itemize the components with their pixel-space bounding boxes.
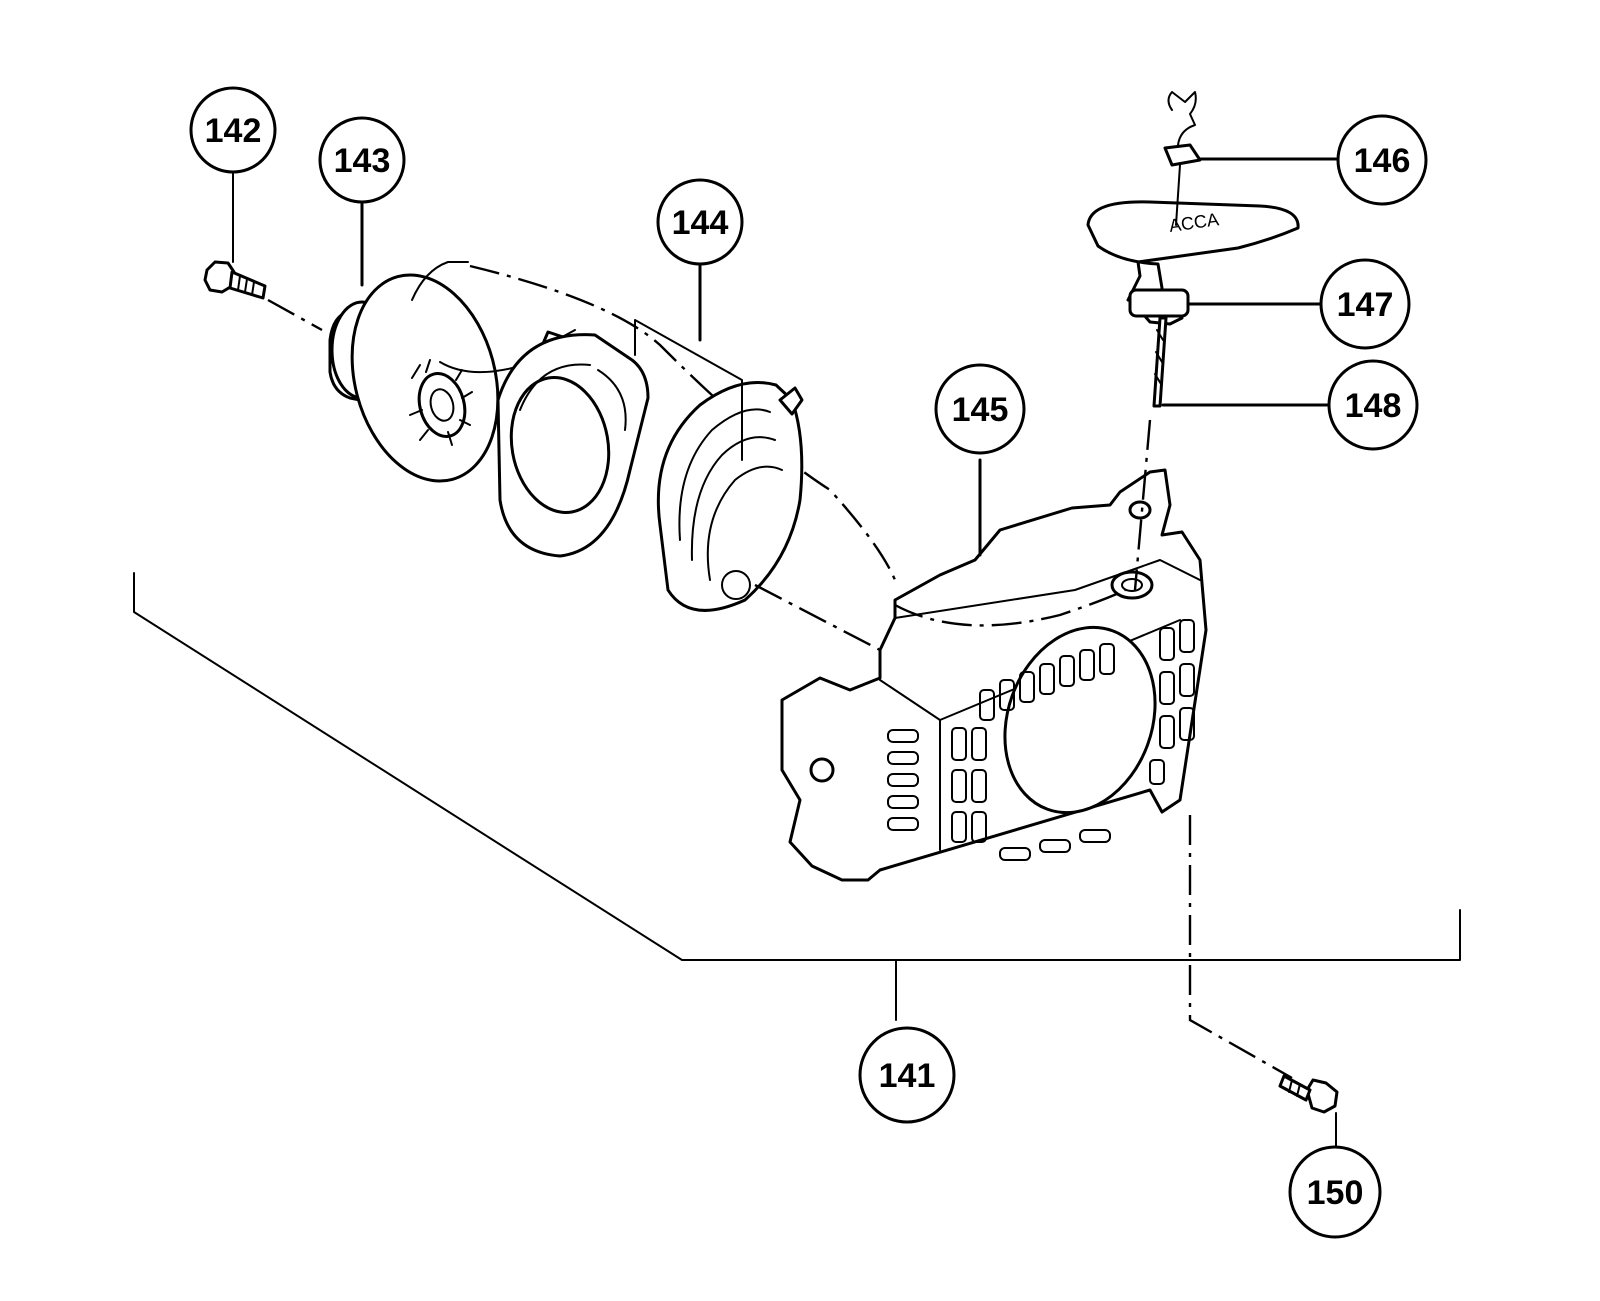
starter-handle-147: ACCA bbox=[1086, 200, 1300, 326]
svg-text:145: 145 bbox=[952, 391, 1009, 429]
callout-148: 148 bbox=[1327, 359, 1419, 451]
spring-case-144 bbox=[496, 333, 650, 558]
svg-text:150: 150 bbox=[1307, 1174, 1364, 1212]
svg-text:147: 147 bbox=[1337, 286, 1394, 324]
rope-knot-146 bbox=[1163, 91, 1340, 226]
svg-text:148: 148 bbox=[1345, 387, 1402, 425]
recoil-spring-144 bbox=[656, 381, 881, 652]
svg-text:146: 146 bbox=[1354, 142, 1411, 180]
callout-150: 150 bbox=[1288, 1145, 1382, 1239]
callout-147: 147 bbox=[1319, 258, 1411, 350]
bracket-144 bbox=[634, 319, 743, 461]
assembly-bracket-141 bbox=[133, 572, 1461, 1021]
svg-text:143: 143 bbox=[334, 142, 391, 180]
callout-141: 141 bbox=[858, 1026, 956, 1124]
pulley-143 bbox=[328, 193, 576, 483]
starter-cover-145 bbox=[780, 458, 1208, 882]
callout-142: 142 bbox=[189, 86, 277, 174]
callout-146: 146 bbox=[1336, 114, 1428, 206]
svg-text:141: 141 bbox=[879, 1057, 936, 1095]
bolt-142 bbox=[203, 171, 323, 332]
svg-text:144: 144 bbox=[672, 204, 729, 242]
callout-143: 143 bbox=[318, 116, 406, 204]
callout-145: 145 bbox=[934, 363, 1026, 455]
callout-144: 144 bbox=[656, 178, 744, 266]
screw-150 bbox=[1188, 815, 1339, 1149]
svg-text:142: 142 bbox=[205, 112, 262, 150]
rope-148 bbox=[1133, 316, 1168, 591]
